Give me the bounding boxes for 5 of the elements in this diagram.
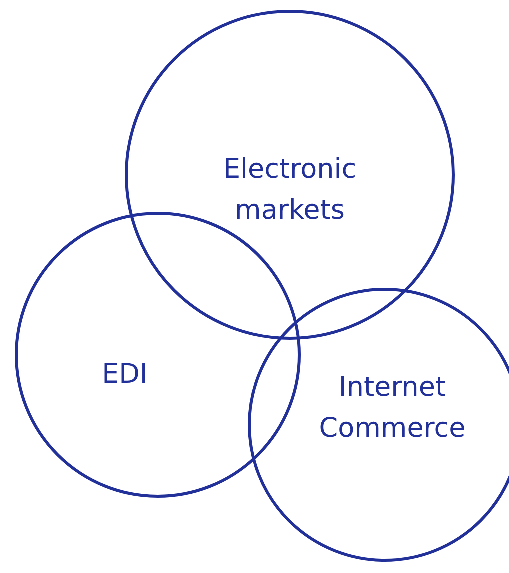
set-label: Internet Commerce <box>318 371 467 446</box>
set-circle <box>125 10 455 340</box>
set-circle <box>248 288 509 562</box>
set-label: Electronic markets <box>222 153 358 228</box>
set-label: EDI <box>101 358 149 392</box>
